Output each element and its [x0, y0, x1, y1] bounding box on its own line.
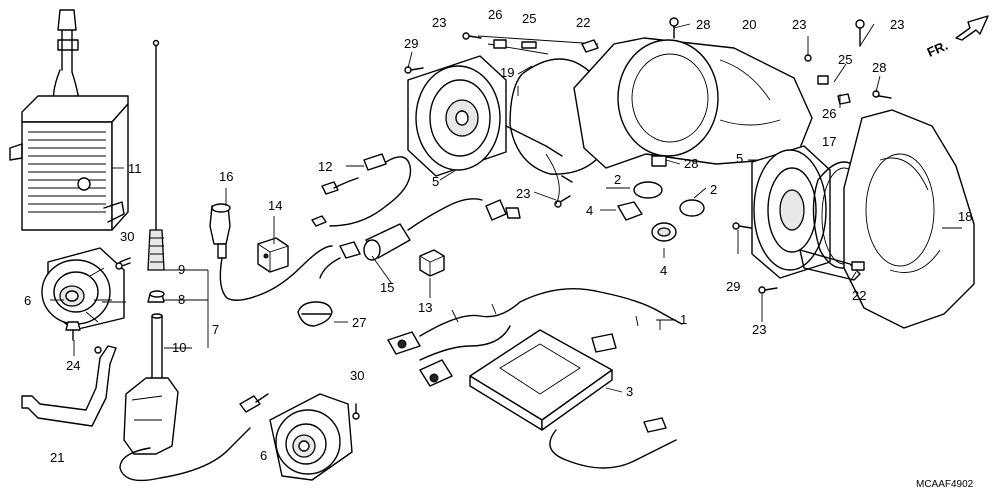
front-direction-arrow [955, 15, 989, 41]
amplifier-unit [9, 9, 129, 231]
callout-12: 12 [318, 159, 332, 174]
callout-7: 7 [212, 322, 219, 337]
callout-16: 16 [219, 169, 233, 184]
leader-lines [50, 23, 962, 393]
bracket-22-right [799, 249, 861, 281]
callout-26-top: 26 [488, 7, 502, 22]
clamps-2-4 [617, 181, 705, 242]
callout-8: 8 [178, 292, 185, 307]
callout-17: 17 [822, 134, 836, 149]
callout-23-bottom: 23 [752, 322, 766, 337]
callout-27: 27 [352, 315, 366, 330]
cover-18 [843, 109, 975, 329]
screw-30-lower [352, 403, 360, 420]
speaker-upper-center [407, 55, 507, 177]
callout-23-center: 23 [516, 186, 530, 201]
callout-3: 3 [626, 384, 633, 399]
callout-2-left: 2 [614, 172, 621, 187]
callout-30-upper: 30 [120, 229, 134, 244]
gasket-19 [505, 58, 611, 183]
callout-19: 19 [500, 65, 514, 80]
feeder-15 [319, 198, 483, 279]
screw-24 [65, 321, 81, 341]
callout-13: 13 [418, 300, 432, 315]
callout-25-top: 25 [522, 11, 536, 26]
bracket-21 [21, 345, 117, 427]
callout-28-right: 28 [872, 60, 886, 75]
callout-14: 14 [268, 198, 282, 213]
cable-16 [209, 203, 333, 301]
direction-label: FR. [925, 38, 950, 60]
callout-21: 21 [50, 450, 64, 465]
callout-20: 20 [742, 17, 756, 32]
callout-23-topleft: 23 [432, 15, 446, 30]
drawing-code: MCAAF4902 [916, 479, 974, 490]
screw-30-upper [115, 257, 131, 270]
callout-4-bottom: 4 [660, 263, 667, 278]
callout-25-right: 25 [838, 52, 852, 67]
callout-labels: 11 6 30 24 21 9 8 7 10 16 14 12 27 15 13… [24, 7, 974, 490]
antenna-cable [119, 427, 251, 482]
callout-29-right: 29 [726, 279, 740, 294]
callout-18: 18 [958, 209, 972, 224]
callout-1: 1 [680, 312, 687, 327]
callout-26-right: 26 [822, 106, 836, 121]
callout-29-top: 29 [404, 36, 418, 51]
callout-2-right: 2 [710, 182, 717, 197]
module-3 [469, 329, 677, 469]
harness-1 [387, 288, 683, 387]
callout-22-right: 22 [852, 288, 866, 303]
callout-28-top: 28 [696, 17, 710, 32]
callout-30-lower: 30 [350, 368, 364, 383]
callout-6-lower: 6 [260, 448, 267, 463]
callout-24: 24 [66, 358, 80, 373]
callout-5-center: 5 [432, 174, 439, 189]
cable-12 [311, 153, 412, 227]
clip-27 [297, 301, 333, 327]
speaker-upper-left [41, 247, 125, 331]
callout-22-top: 22 [576, 15, 590, 30]
callout-23-farright: 23 [890, 17, 904, 32]
callout-6-upper: 6 [24, 293, 31, 308]
speaker-right [751, 145, 831, 279]
callout-5-right: 5 [736, 151, 743, 166]
bracket-13 [419, 249, 445, 277]
speaker-lower [269, 393, 353, 481]
callout-9: 9 [178, 262, 185, 277]
connector-14 [257, 237, 289, 273]
callout-10: 10 [172, 340, 186, 355]
bracket-20 [573, 37, 813, 169]
callout-28-mid: 28 [684, 156, 698, 171]
antenna-assembly [123, 39, 179, 455]
callout-23-topright: 23 [792, 17, 806, 32]
callout-15: 15 [380, 280, 394, 295]
callout-11: 11 [128, 161, 142, 176]
small-hardware-top [404, 17, 892, 208]
screws-right [732, 222, 865, 294]
callout-4-left: 4 [586, 203, 593, 218]
